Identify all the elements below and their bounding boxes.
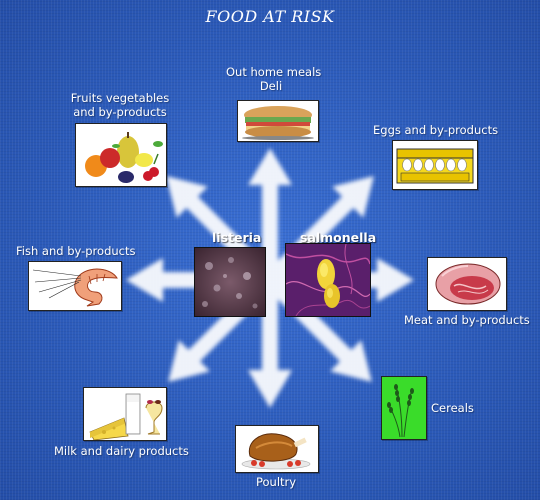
label-fish: Fish and by-products bbox=[16, 244, 136, 258]
label-milk-dairy: Milk and dairy products bbox=[54, 444, 189, 458]
card-meat bbox=[427, 257, 507, 311]
milk-cheese-icon bbox=[89, 393, 163, 440]
arrow-down bbox=[248, 280, 292, 408]
wheat-stalk-icon bbox=[387, 384, 414, 438]
label-meat: Meat and by-products bbox=[404, 313, 530, 327]
sandwich-icon bbox=[242, 106, 314, 140]
card-shrimp bbox=[28, 261, 122, 311]
egg-carton-icon bbox=[396, 148, 474, 184]
label-fruits: Fruits vegetables and by-products bbox=[70, 91, 170, 119]
label-cereals: Cereals bbox=[431, 401, 474, 415]
shrimp-icon bbox=[32, 268, 118, 307]
meat-roast-icon bbox=[435, 263, 501, 305]
card-poultry bbox=[235, 425, 319, 473]
card-milk-dairy bbox=[83, 387, 167, 441]
fruit-basket-icon bbox=[85, 132, 163, 183]
card-deli-sandwich bbox=[237, 100, 319, 142]
card-fruits bbox=[75, 123, 167, 187]
salmonella-micrograph bbox=[285, 243, 371, 317]
roast-chicken-icon bbox=[241, 433, 311, 470]
label-out-home-meals: Out home meals Deli bbox=[226, 65, 322, 93]
arrow-up bbox=[248, 148, 292, 280]
salmonella-label: salmonella bbox=[300, 230, 377, 245]
listeria-label: listeria bbox=[212, 230, 262, 245]
listeria-micrograph bbox=[194, 247, 266, 317]
card-cereals bbox=[381, 376, 427, 440]
card-eggs bbox=[392, 140, 478, 190]
label-poultry: Poultry bbox=[256, 475, 297, 489]
label-eggs: Eggs and by-products bbox=[373, 123, 499, 137]
diagram-title: FOOD AT RISK bbox=[205, 7, 335, 26]
